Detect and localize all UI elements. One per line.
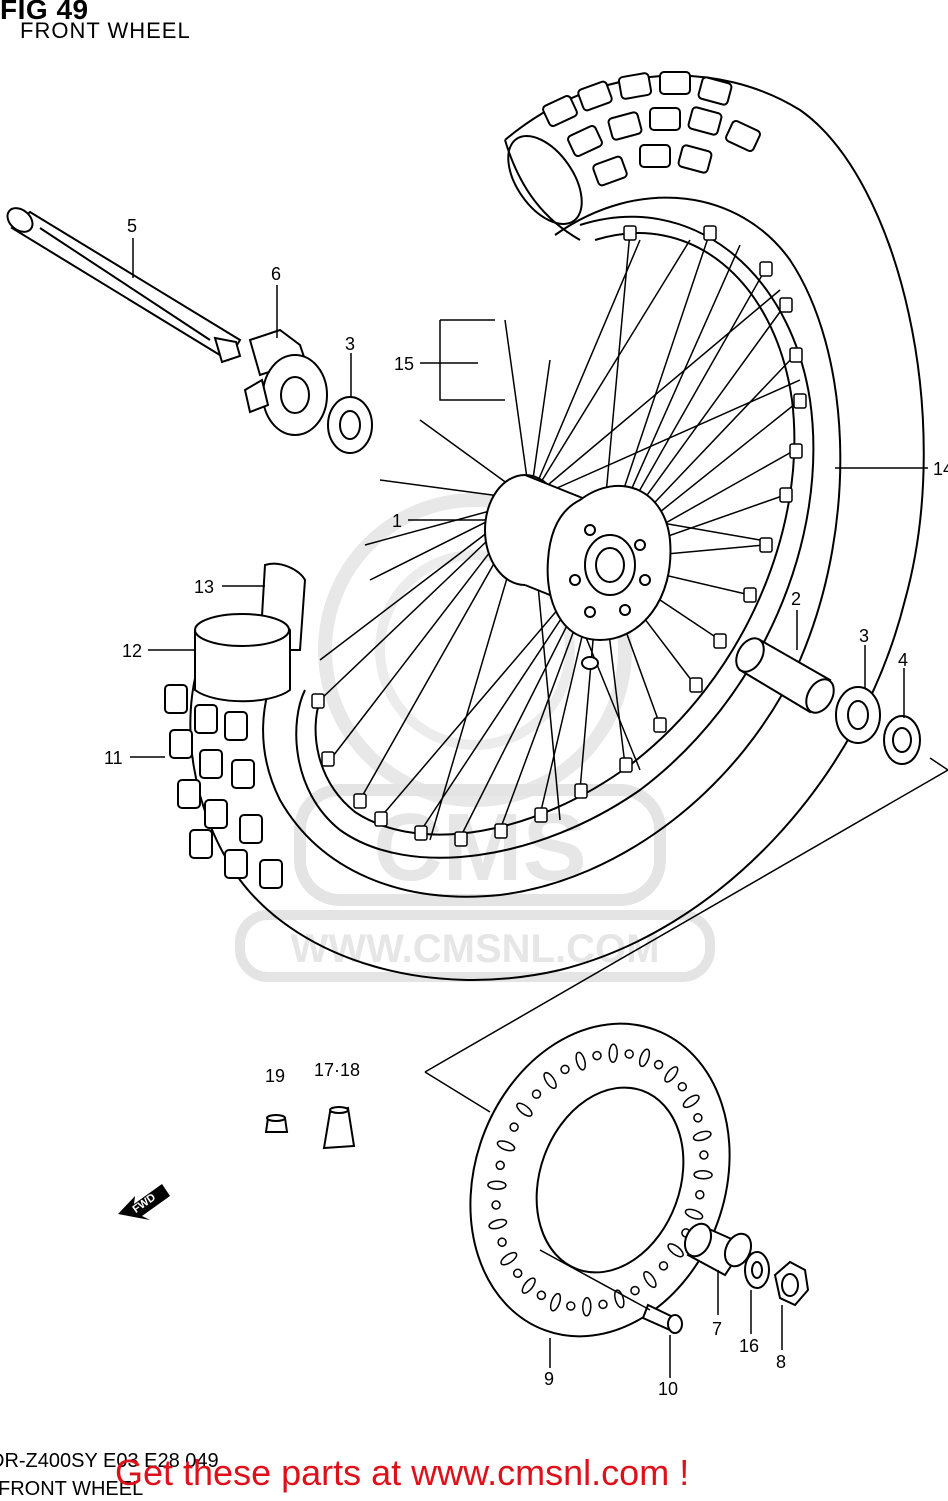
- disc-vent-hole: [566, 1301, 576, 1311]
- front-axle: [6, 207, 242, 364]
- disc-vent-hole: [491, 1200, 501, 1210]
- valve-cap: [264, 1114, 289, 1133]
- disc-bolt: [539, 1249, 683, 1334]
- disc-vent-hole: [536, 1290, 547, 1301]
- figure-title: FIG 49: [0, 0, 89, 25]
- callout-19: 19: [265, 1066, 285, 1086]
- disc-vent-hole: [488, 1218, 508, 1230]
- tire: [189, 74, 925, 981]
- disc-vent-hole: [653, 1059, 664, 1070]
- disc-vent-hole: [658, 1261, 669, 1271]
- disc-vent-hole: [512, 1268, 523, 1279]
- callout-5: 5: [127, 216, 137, 236]
- disc-vent-hole: [531, 1089, 542, 1099]
- disc-vent-hole: [684, 1208, 704, 1220]
- callout-13: 13: [194, 577, 214, 597]
- disc-vent-hole: [521, 1277, 536, 1294]
- callout-7: 7: [712, 1319, 722, 1339]
- cta-link-text[interactable]: Get these parts at www.cmsnl.com !: [115, 1452, 690, 1493]
- oil-seal: [883, 715, 921, 765]
- fwd-arrow: FWD: [118, 1184, 170, 1220]
- valve-stem: [322, 1106, 356, 1150]
- disc-vent-hole: [692, 1130, 712, 1142]
- disc-vent-hole: [630, 1285, 640, 1296]
- tire-tread-top: [542, 71, 761, 187]
- wheel-hub: [484, 474, 672, 670]
- brake-disc: [469, 1022, 731, 1338]
- disc-vent-hole: [624, 1049, 634, 1059]
- disc-vent-hole: [643, 1270, 657, 1289]
- disc-vent-hole: [699, 1150, 709, 1160]
- watermark-logo-text: CMS: [373, 794, 586, 901]
- spacer-disc-side: [683, 1222, 753, 1277]
- disc-vent-hole: [496, 1140, 516, 1152]
- disc-vent-hole: [495, 1160, 505, 1171]
- disc-vent-holes: [487, 1043, 713, 1317]
- callout-3-right: 3: [859, 626, 869, 646]
- disc-vent-hole: [695, 1189, 705, 1200]
- tire-tread-bottom: [164, 684, 283, 889]
- spacer-right: [735, 637, 835, 714]
- fork-guard: [194, 562, 307, 703]
- disc-vent-hole: [638, 1048, 651, 1068]
- callout-9: 9: [544, 1369, 554, 1389]
- axle-nut: [773, 1260, 810, 1307]
- disc-vent-hole: [582, 1297, 592, 1317]
- disc-vent-hole: [693, 1113, 703, 1123]
- disc-vent-hole: [664, 1066, 679, 1083]
- disc-vent-hole: [677, 1081, 688, 1092]
- washer: [744, 1251, 770, 1289]
- footer-model-code: DR-Z400SY E03 E28 049: [0, 1450, 219, 1472]
- disc-vent-hole: [592, 1050, 602, 1061]
- disc-connector-lines: [424, 757, 948, 1113]
- callout-1: 1: [392, 511, 402, 531]
- figure-subtitle: FRONT WHEEL: [20, 18, 191, 43]
- disc-vent-hole: [598, 1299, 608, 1310]
- disc-vent-hole: [549, 1292, 562, 1312]
- callout-3-left: 3: [345, 334, 355, 354]
- disc-vent-hole: [560, 1064, 570, 1075]
- callout-6: 6: [271, 264, 281, 284]
- disc-vent-hole: [543, 1071, 557, 1090]
- disc-vent-hole: [693, 1170, 713, 1180]
- disc-vent-hole: [509, 1122, 519, 1132]
- footer-subtitle: FRONT WHEEL: [0, 1478, 144, 1500]
- callout-4: 4: [898, 650, 908, 670]
- callout-labels: 1 2 3 3 4 5 6 7 8 9 10 11 12 13 14 15 16…: [104, 216, 948, 1399]
- callout-14: 14: [933, 459, 948, 479]
- leader-lines: [130, 238, 928, 1378]
- bearing-right: [835, 686, 881, 744]
- callout-16: 16: [739, 1336, 759, 1356]
- callout-11: 11: [104, 748, 123, 768]
- watermark-url-text: WWW.CMSNL.COM: [291, 927, 660, 971]
- watermark-logo-frame: [294, 784, 666, 906]
- disc-vent-hole: [516, 1102, 533, 1117]
- callout-8: 8: [776, 1352, 786, 1372]
- callout-17-18: 17·18: [314, 1060, 360, 1080]
- speedo-drive: [243, 328, 328, 436]
- disc-vent-hole: [500, 1251, 518, 1266]
- callout-10: 10: [658, 1379, 678, 1399]
- callout-15: 15: [394, 354, 414, 374]
- callout-12: 12: [122, 641, 142, 661]
- disc-vent-hole: [575, 1051, 587, 1071]
- disc-vent-hole: [608, 1043, 618, 1063]
- disc-vent-hole: [487, 1180, 507, 1190]
- spoke-nipples: [311, 225, 807, 847]
- disc-vent-hole: [667, 1243, 684, 1258]
- callout-2: 2: [791, 589, 801, 609]
- bearing-left: [327, 396, 373, 454]
- disc-vent-hole: [682, 1094, 700, 1109]
- disc-vent-hole: [497, 1237, 507, 1247]
